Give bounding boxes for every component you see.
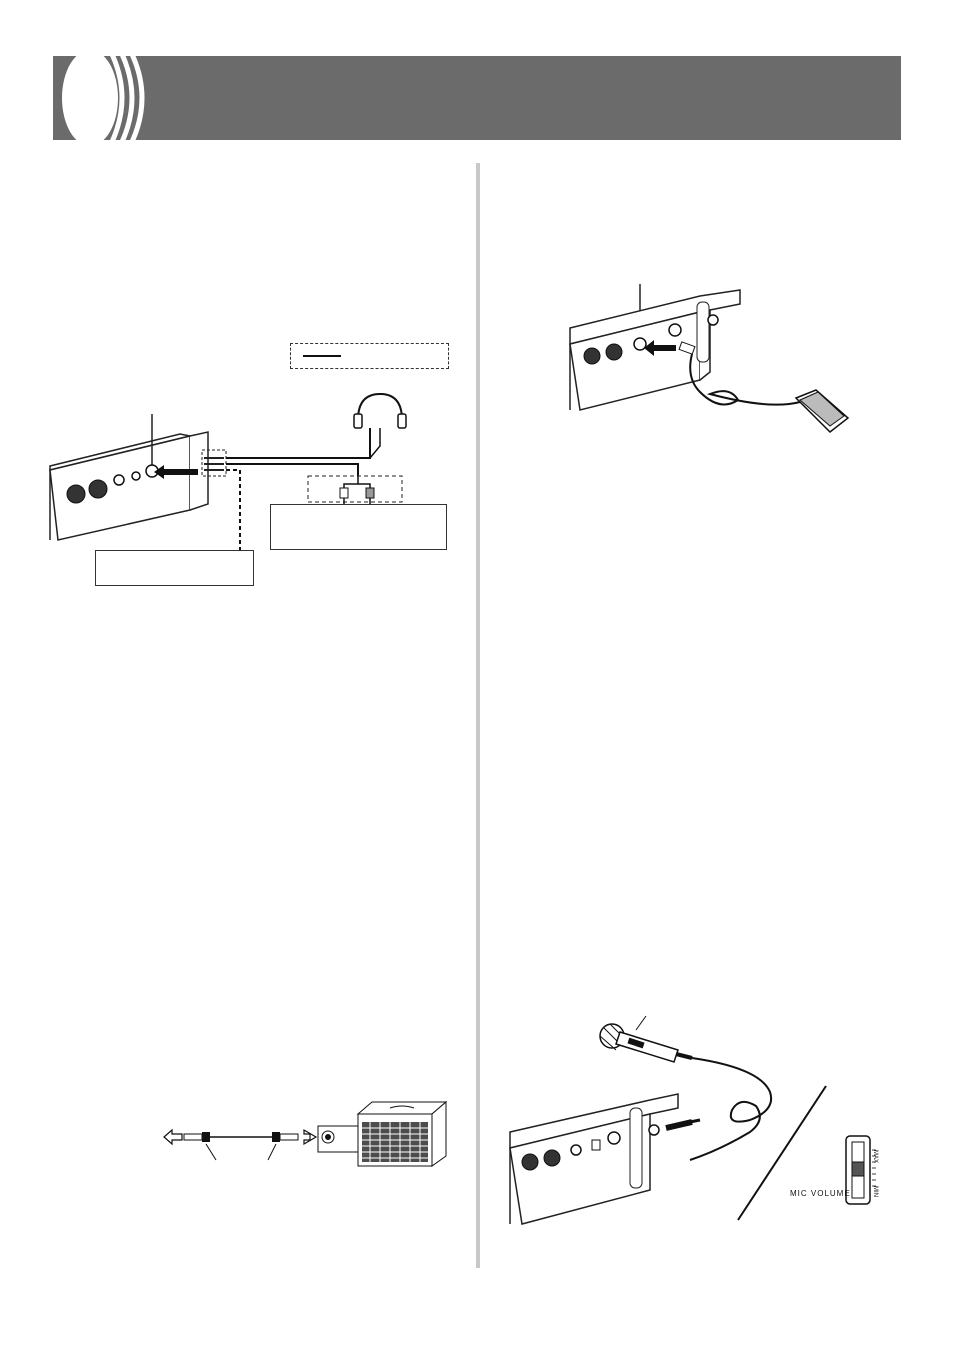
- headphone-connection-diagram: [49, 392, 407, 562]
- microphone-connection-diagram: [509, 1015, 876, 1225]
- external-device-box-right: [270, 504, 447, 550]
- legend-box: [290, 343, 449, 369]
- pedal-connection-diagram: [569, 284, 850, 433]
- amplifier-connection-diagram: [163, 1100, 448, 1167]
- column-divider: [476, 163, 480, 1268]
- mic-volume-min-label: MIN: [872, 1186, 878, 1197]
- header-ornament-icon: [62, 56, 145, 140]
- section-header-bar: [53, 56, 901, 140]
- external-device-box-left: [95, 550, 254, 586]
- mic-volume-max-label: MAX: [872, 1150, 878, 1164]
- mic-volume-label: MIC VOLUME: [790, 1189, 851, 1198]
